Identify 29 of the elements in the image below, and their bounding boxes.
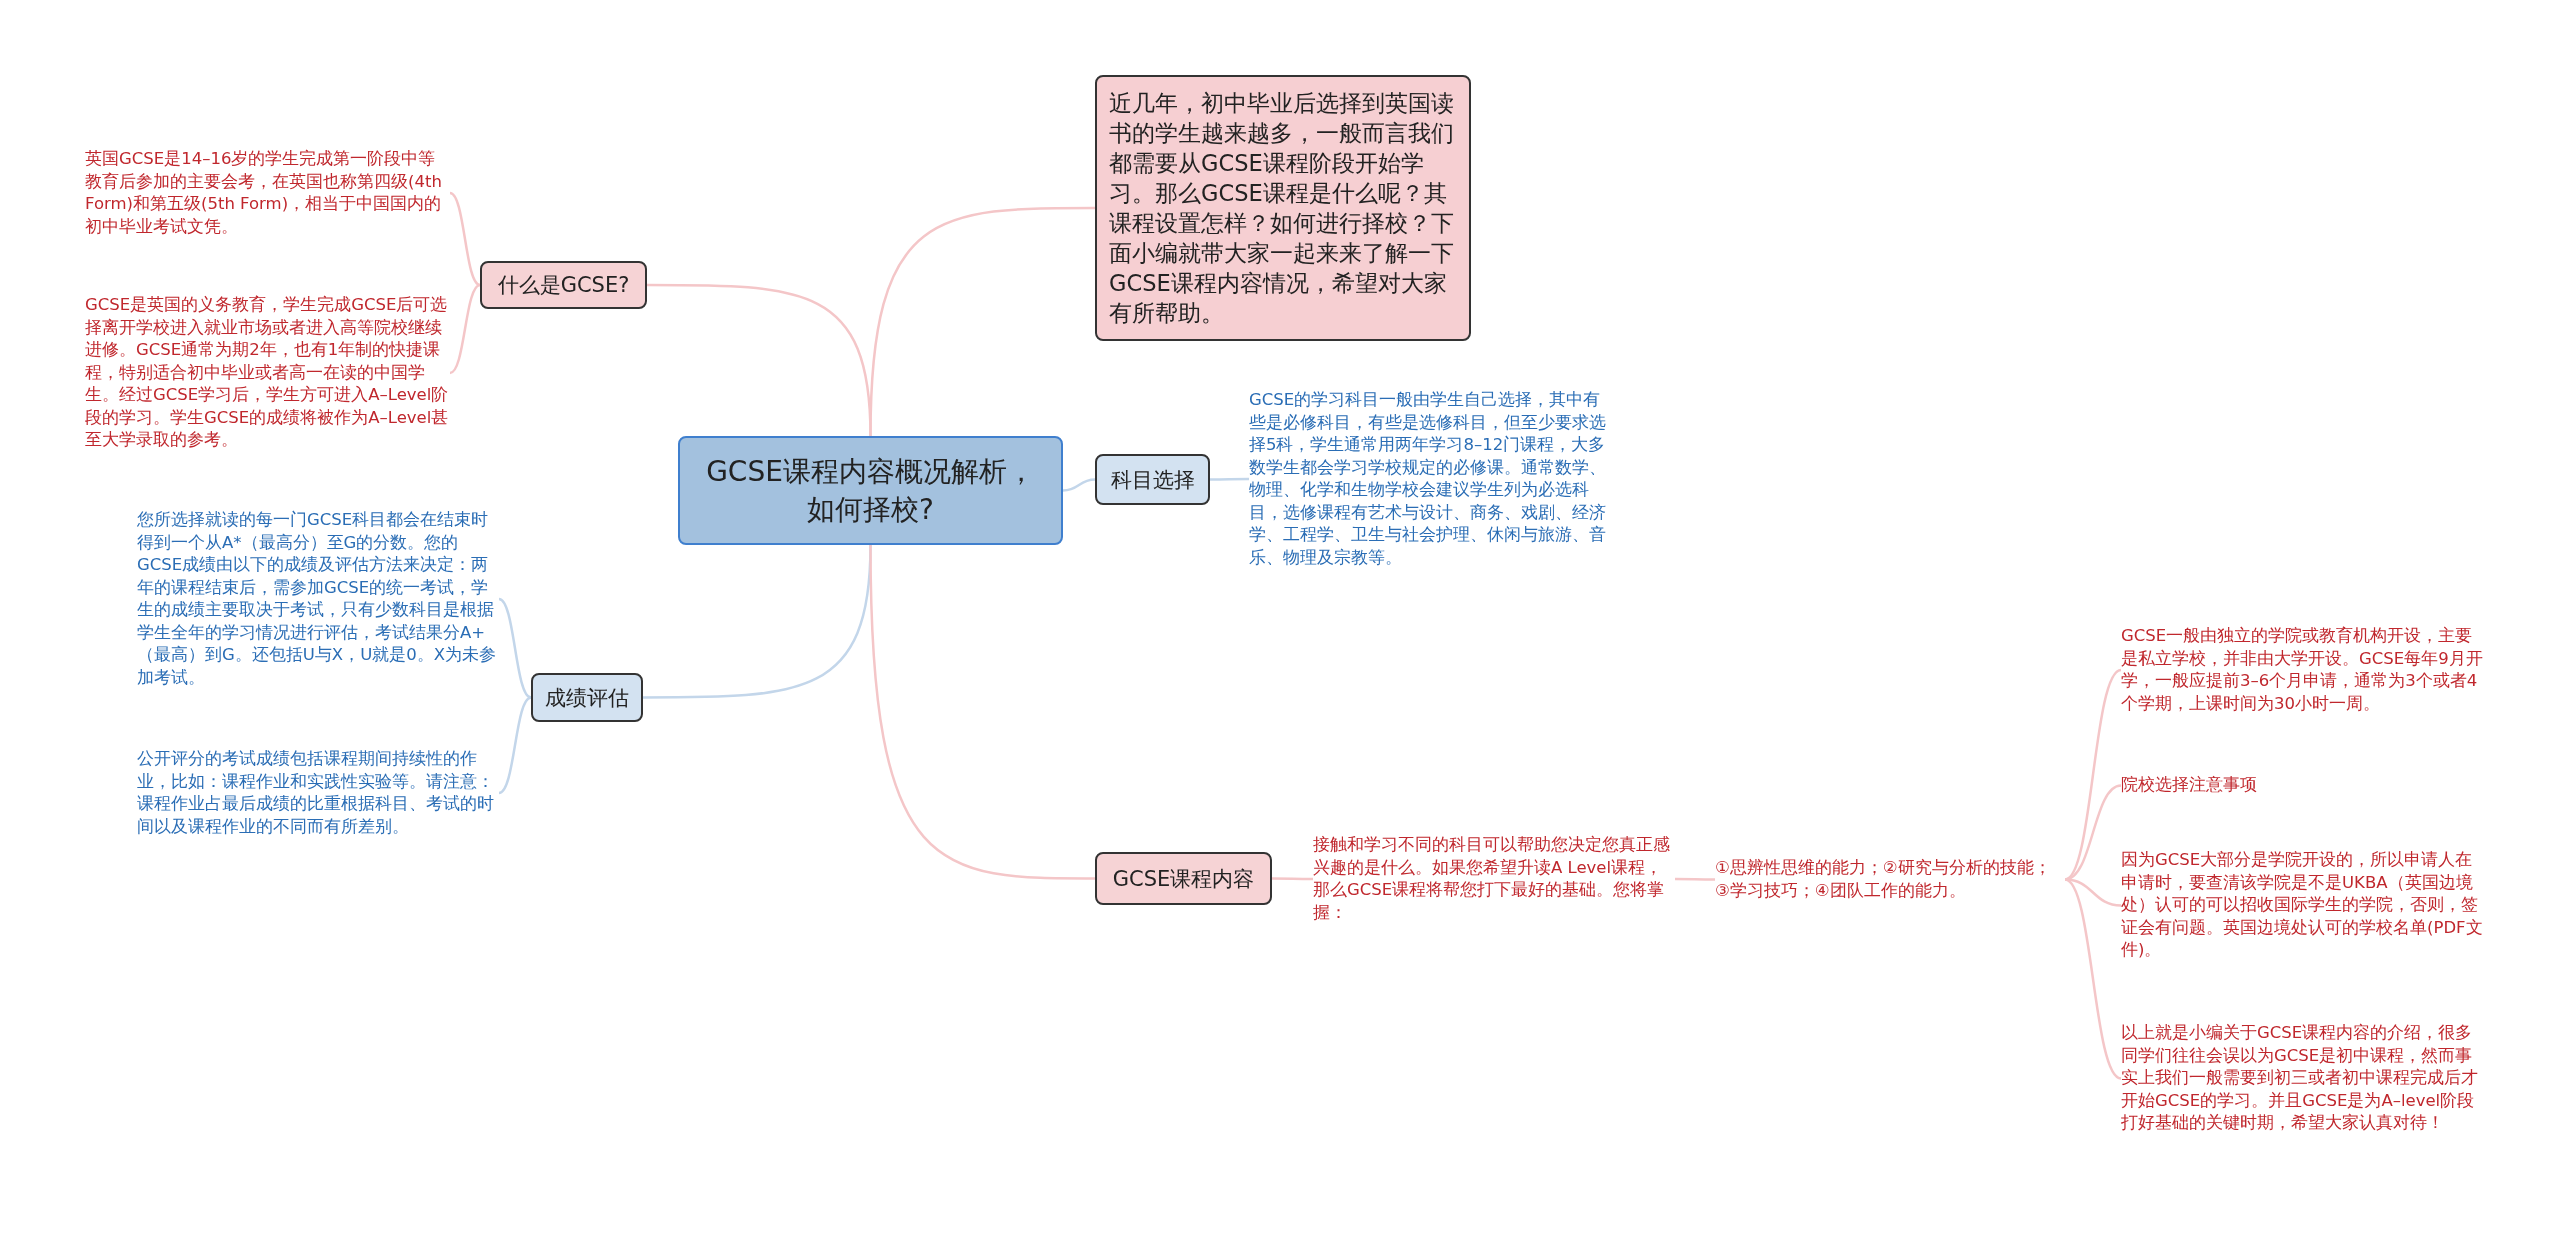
connector — [1210, 477, 1249, 481]
connector — [498, 696, 532, 795]
connector — [647, 283, 872, 437]
note-text: GCSE一般由独立的学院或教育机构开设，主要是私立学校，并非由大学开设。GCSE每年9月开学，一般应提前3–6个月申请，通常为3个或者4个学期，上课时间为30小时一周。 — [2121, 625, 2483, 715]
branch-box: 什么是GCSE? — [480, 261, 647, 309]
note-text: 以上就是小编关于GCSE课程内容的介绍，很多同学们往往会误以为GCSE是初中课程，然而事实上我们一般需要到初三或者初中课程完成后才开始GCSE的学习。并且GCSE是为A–level阶段打好基础的关键时期，希望大家认真对待！ — [2121, 1022, 2483, 1135]
connector — [2064, 668, 2122, 881]
note-text: 英国GCSE是14–16岁的学生完成第一阶段中等教育后参加的主要会考，在英国也称第四级(4th Form)和第五级(5th Form)，相当于中国国内的初中毕业考试文凭。 — [85, 148, 450, 238]
connector — [1272, 877, 1313, 881]
connector — [2064, 878, 2122, 1080]
note-text: GCSE是英国的义务教育，学生完成GCSE后可选择离开学校进入就业市场或者进入高等院校继续进修。GCSE通常为期2年，也有1年制的快捷课程，特别适合初中毕业或者高一在读的中国学生。经过GCSE学习后，学生方可进入A–Level阶段的学习。学生GCSE的成绩将被作为A–Level甚至大学录取的参考。 — [85, 294, 450, 452]
note-text: 您所选择就读的每一门GCSE科目都会在结束时得到一个从A*（最高分）至G的分数。您的GCSE成绩由以下的成绩及评估方法来决定：两年的课程结束后，需参加GCSE的统一考试，学生的成绩主要取决于考试，只有少数科目是根据学生全年的学习情况进行评估，考试结果分A+（最高）到G。还包括U与X，U就是0。X为未参加考试。 — [137, 509, 499, 689]
connector — [1675, 877, 1715, 881]
note-text: 院校选择注意事项 — [2121, 774, 2321, 797]
note-text: 因为GCSE大部分是学院开设的，所以申请人在申请时，要查清该学院是不是UKBA（英国边境处）认可的可以招收国际学生的学院，否则，签证会有问题。英国边境处认可的学校名单(PDF文件)。 — [2121, 849, 2483, 962]
branch-box: 科目选择 — [1095, 454, 1210, 505]
connector — [449, 191, 481, 287]
connector — [498, 597, 532, 699]
branch-box: GCSE课程内容 — [1095, 852, 1272, 905]
note-text: GCSE的学习科目一般由学生自己选择，其中有些是必修科目，有些是选修科目，但至少要求选择5科，学生通常用两年学习8–12门课程，大多数学生都会学习学校规定的必修课。通常数学、物理、化学和生物学校会建议学生列为必选科目，选修课程有艺术与设计、商务、戏剧、经济学、工程学、卫生与社会护理、休闲与旅游、音乐、物理及宗教等。 — [1249, 389, 1614, 569]
intro-box: 近几年，初中毕业后选择到英国读书的学生越来越多，一般而言我们都需要从GCSE课程阶段开始学习。那么GCSE课程是什么呢？其课程设置怎样？如何进行择校？下面小编就带大家一起来来了解一下GCSE课程内容情况，希望对大家有所帮助。 — [1095, 75, 1471, 341]
note-text: ①思辨性思维的能力；②研究与分析的技能；③学习技巧；④团队工作的能力。 — [1715, 857, 2065, 902]
connector — [449, 283, 481, 375]
topic-box: GCSE课程内容概况解析，如何择校? — [678, 436, 1063, 545]
connector — [1062, 478, 1096, 492]
branch-box: 成绩评估 — [531, 673, 643, 722]
connector — [869, 544, 1095, 880]
note-text: 接触和学习不同的科目可以帮助您决定您真正感兴趣的是什么。如果您希望升读A Level课程，那么GCSE课程将帮您打下最好的基础。您将掌握： — [1313, 834, 1675, 924]
note-text: 公开评分的考试成绩包括课程期间持续性的作业，比如：课程作业和实践性实验等。请注意：课程作业占最后成绩的比重根据科目、考试的时间以及课程作业的不同而有所差别。 — [137, 748, 499, 838]
